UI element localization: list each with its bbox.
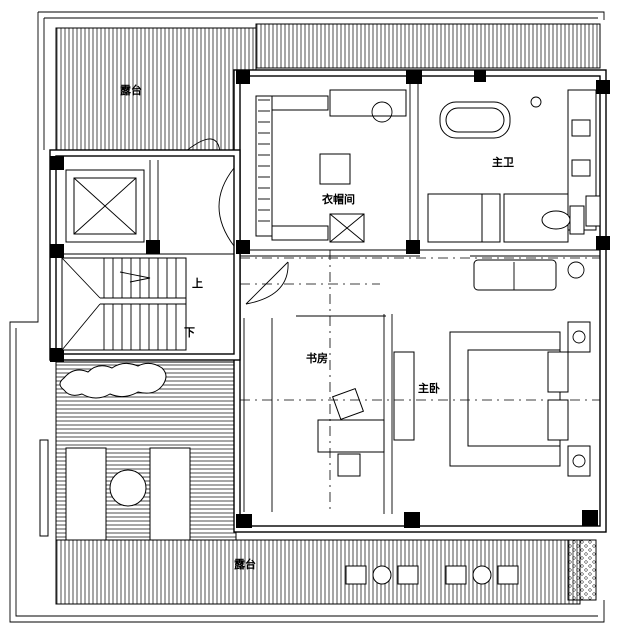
doors bbox=[218, 167, 289, 305]
top-terrace-deck bbox=[55, 23, 601, 161]
closet-label: 衣帽间 bbox=[322, 192, 355, 206]
staircase: 上 下 bbox=[61, 257, 203, 351]
bedroom-label: 主卧 bbox=[418, 381, 440, 395]
structural-columns bbox=[50, 70, 610, 528]
stair-treads-down bbox=[103, 304, 177, 350]
stair-up-label: 上 bbox=[192, 276, 203, 290]
planter-row bbox=[345, 565, 519, 585]
outer-boundary bbox=[9, 11, 605, 623]
bath-label: 主卫 bbox=[492, 155, 514, 169]
planter-box bbox=[397, 565, 419, 585]
terrace-furniture bbox=[39, 362, 519, 585]
planter-box bbox=[445, 565, 467, 585]
planter-pot bbox=[372, 565, 392, 585]
planter-box bbox=[345, 565, 367, 585]
elevator bbox=[65, 169, 145, 243]
master-bedroom: 主卧 bbox=[393, 259, 591, 477]
terrace-top-label: 露台 bbox=[120, 83, 142, 97]
stair-treads-up bbox=[103, 258, 177, 298]
study-label: 书房 bbox=[306, 351, 328, 365]
study: 书房 bbox=[296, 315, 386, 477]
planter-box bbox=[497, 565, 519, 585]
axis-lines bbox=[240, 250, 600, 514]
terrace-bottom-label: 露台 bbox=[234, 557, 256, 571]
stair-down-label: 下 bbox=[184, 326, 195, 339]
master-bath: 主卫 bbox=[427, 89, 601, 243]
planter-pot bbox=[472, 565, 492, 585]
walk-in-closet: 衣帽间 bbox=[255, 89, 407, 243]
